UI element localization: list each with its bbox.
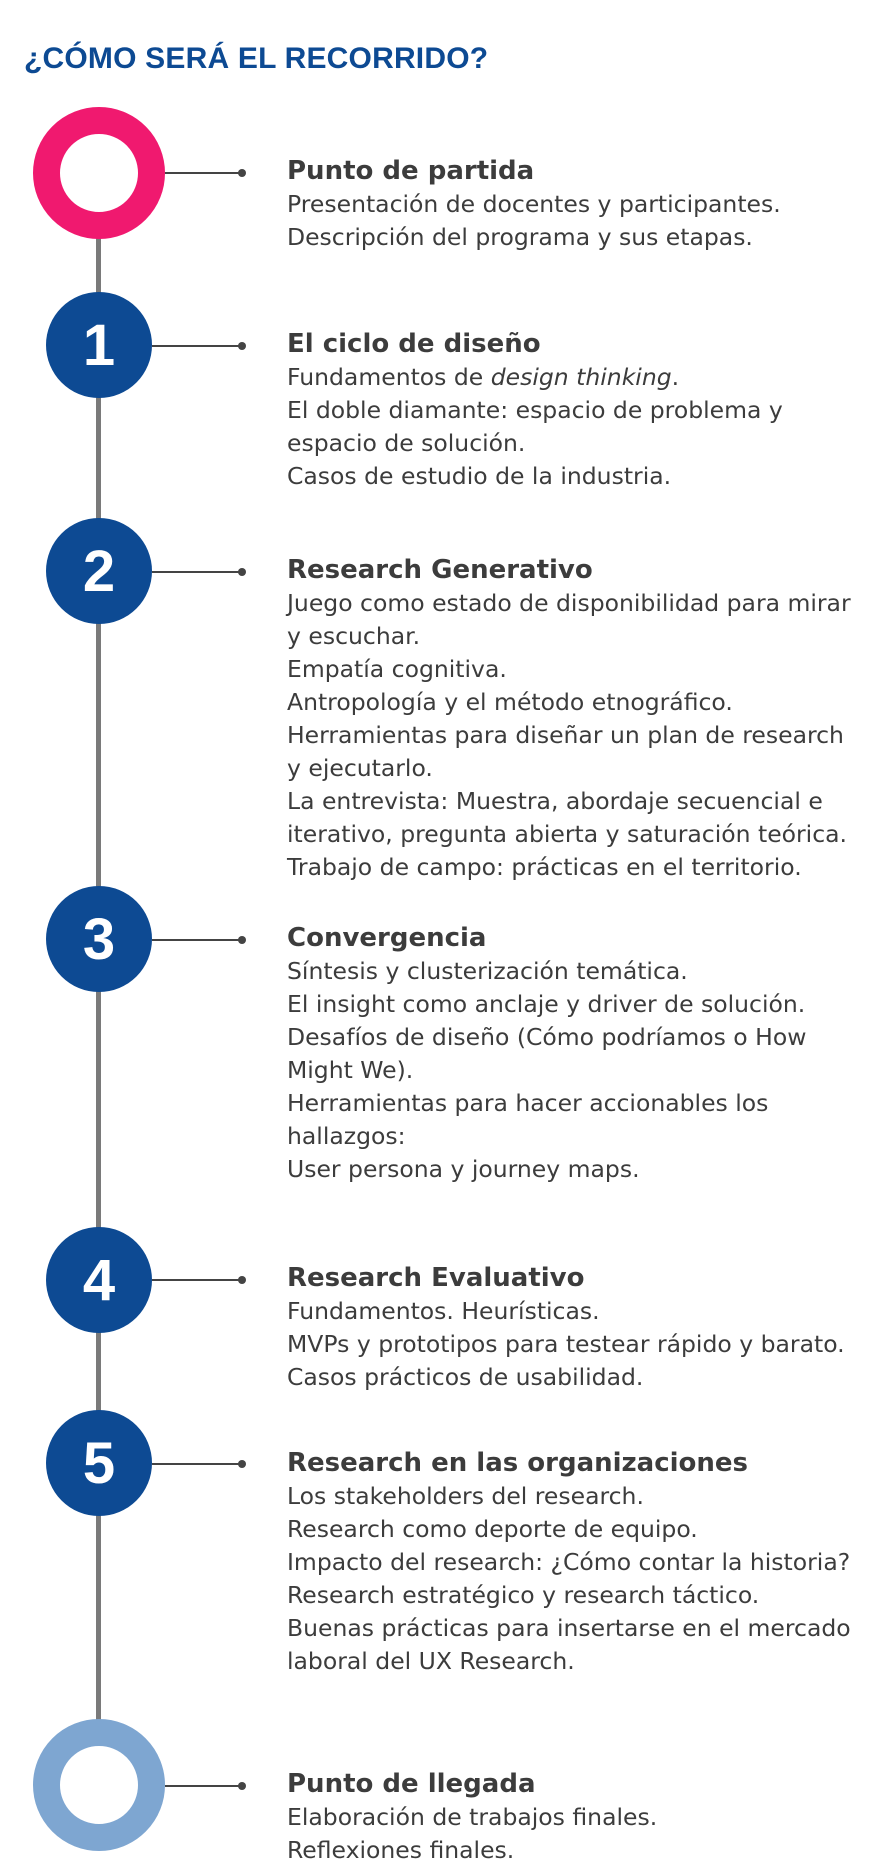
step-line: User persona y journey maps.: [287, 1155, 640, 1183]
step-line: El insight como anclaje y driver de solu…: [287, 990, 806, 1018]
step-line: La entrevista: Muestra, abordaje secuenc…: [287, 787, 823, 815]
connector-dot: [238, 936, 246, 944]
step-lines: Fundamentos de design thinking. El doble…: [287, 361, 887, 493]
connector: [152, 342, 246, 350]
step-line-text: Fundamentos de: [287, 363, 491, 391]
step-line: MVPs y prototipos para testear rápido y …: [287, 1330, 845, 1358]
step-line: Casos prácticos de usabilidad.: [287, 1363, 644, 1391]
step-heading: El ciclo de diseño: [287, 329, 541, 359]
step-line: Reflexiones finales.: [287, 1836, 515, 1864]
connector: [152, 936, 246, 944]
step-line: Juego como estado de disponibilidad para…: [287, 589, 851, 617]
step-heading: Research Generativo: [287, 555, 593, 585]
step-line: Might We).: [287, 1056, 414, 1084]
start-ring-icon: [33, 107, 165, 239]
step-number-3: 3: [46, 886, 152, 992]
step-number-5: 5: [46, 1410, 152, 1516]
step-lines: Síntesis y clusterización temática. El i…: [287, 955, 887, 1186]
step-5: Research en las organizaciones Los stake…: [287, 1446, 887, 1678]
step-line: y escuchar.: [287, 622, 421, 650]
step-line: Antropología y el método etnográfico.: [287, 688, 733, 716]
step-line: Casos de estudio de la industria.: [287, 462, 672, 490]
step-line: Elaboración de trabajos finales.: [287, 1803, 658, 1831]
step-start: Punto de partida Presentación de docente…: [287, 154, 887, 254]
step-heading: Punto de llegada: [287, 1769, 536, 1799]
step-line: Herramientas para diseñar un plan de res…: [287, 721, 844, 749]
step-line: Fundamentos. Heurísticas.: [287, 1297, 600, 1325]
step-line: Buenas prácticas para insertarse en el m…: [287, 1614, 851, 1642]
step-line: Fundamentos de design thinking.: [287, 361, 887, 394]
step-line: Herramientas para hacer accionables los: [287, 1089, 769, 1117]
connector-dot: [238, 1276, 246, 1284]
step-line: Impacto del research: ¿Cómo contar la hi…: [287, 1548, 851, 1576]
step-line: Research como deporte de equipo.: [287, 1515, 698, 1543]
step-line: iterativo, pregunta abierta y saturación…: [287, 820, 848, 848]
step-line: Trabajo de campo: prácticas en el territ…: [287, 853, 802, 881]
step-line: Los stakeholders del research.: [287, 1482, 644, 1510]
end-ring-icon: [33, 1719, 165, 1851]
step-1: El ciclo de diseño Fundamentos de design…: [287, 327, 887, 493]
step-line: laboral del UX Research.: [287, 1647, 575, 1675]
step-line: espacio de solución.: [287, 429, 526, 457]
step-lines: Fundamentos. Heurísticas. MVPs y prototi…: [287, 1295, 887, 1394]
connector: [165, 169, 246, 177]
step-line: hallazgos:: [287, 1122, 406, 1150]
step-3: Convergencia Síntesis y clusterización t…: [287, 921, 887, 1186]
step-heading: Research Evaluativo: [287, 1263, 585, 1293]
step-line: Desafíos de diseño (Cómo podríamos o How: [287, 1023, 807, 1051]
connector-dot: [238, 169, 246, 177]
step-heading: Convergencia: [287, 923, 487, 953]
step-number-1: 1: [46, 292, 152, 398]
connector-dot: [238, 342, 246, 350]
connector: [152, 1276, 246, 1284]
connector-dot: [238, 1782, 246, 1790]
step-lines: Elaboración de trabajos finales. Reflexi…: [287, 1801, 887, 1867]
connector: [152, 1460, 246, 1468]
step-number-4: 4: [46, 1227, 152, 1333]
step-heading: Punto de partida: [287, 156, 535, 186]
step-lines: Juego como estado de disponibilidad para…: [287, 587, 887, 884]
step-line-tail: .: [671, 363, 680, 391]
step-line-italic: design thinking: [490, 363, 672, 391]
step-end: Punto de llegada Elaboración de trabajos…: [287, 1767, 887, 1867]
connector-dot: [238, 1460, 246, 1468]
connector: [152, 568, 246, 576]
page-title: ¿CÓMO SERÁ EL RECORRIDO?: [24, 42, 489, 76]
step-lines: Los stakeholders del research. Research …: [287, 1480, 887, 1678]
connector-dot: [238, 568, 246, 576]
step-line: Research estratégico y research táctico.: [287, 1581, 760, 1609]
step-2: Research Generativo Juego como estado de…: [287, 553, 887, 884]
step-line: Síntesis y clusterización temática.: [287, 957, 688, 985]
connector: [165, 1782, 246, 1790]
step-4: Research Evaluativo Fundamentos. Heuríst…: [287, 1261, 887, 1394]
step-number-2: 2: [46, 518, 152, 624]
step-lines: Presentación de docentes y participantes…: [287, 188, 887, 254]
step-line: El doble diamante: espacio de problema y: [287, 396, 783, 424]
step-line: Empatía cognitiva.: [287, 655, 507, 683]
step-line: y ejecutarlo.: [287, 754, 433, 782]
step-heading: Research en las organizaciones: [287, 1448, 749, 1478]
step-line: Presentación de docentes y participantes…: [287, 190, 781, 218]
step-line: Descripción del programa y sus etapas.: [287, 223, 753, 251]
